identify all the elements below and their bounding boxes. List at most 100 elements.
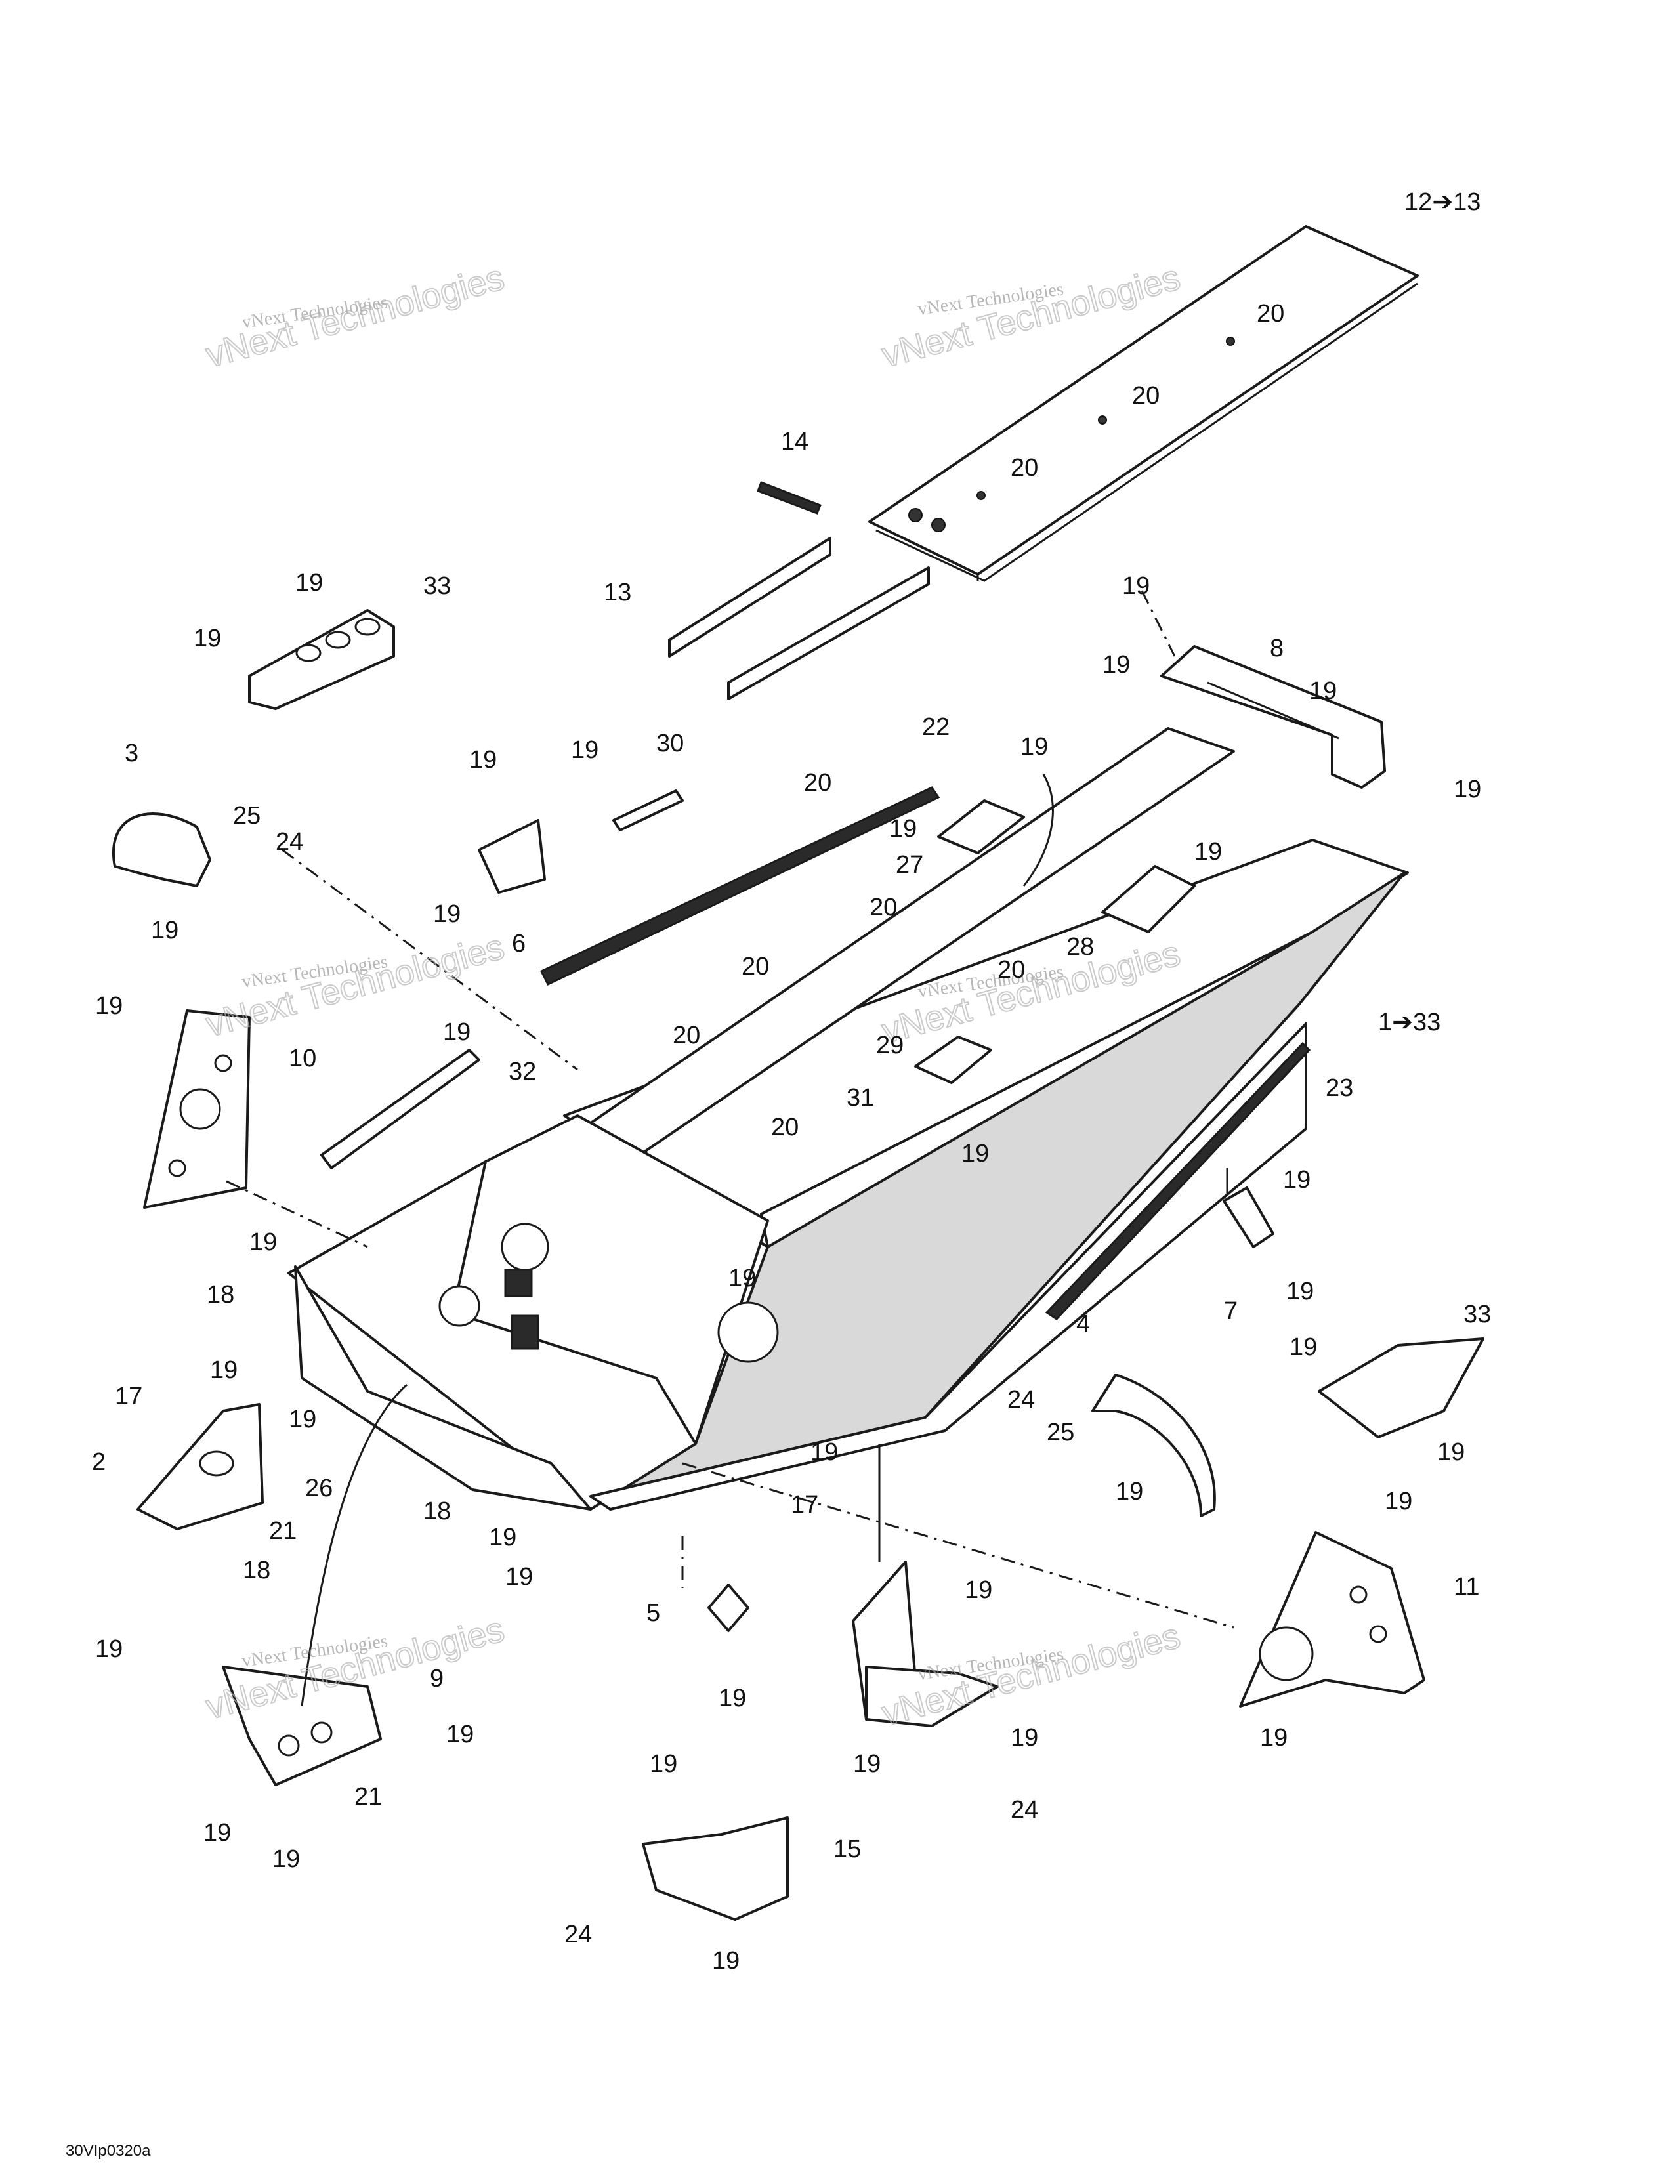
bracket-part-33-lower	[1318, 1337, 1484, 1438]
callout-label: 7	[1224, 1297, 1238, 1325]
callout-label: 10	[289, 1045, 316, 1072]
callout-label: 19	[1020, 733, 1048, 761]
assembly-lines	[226, 590, 1234, 1707]
callout-label: 17	[791, 1491, 818, 1519]
callout-label: 19	[1385, 1488, 1412, 1515]
drawing-code: 30VIp0320a	[66, 2142, 151, 2160]
callout-label: 20	[1011, 454, 1038, 482]
strip-part-23	[1045, 1041, 1311, 1320]
callout-label: 21	[269, 1517, 297, 1545]
bracket-part-32	[320, 1049, 480, 1169]
callout-label: 19	[810, 1438, 838, 1466]
callout-label: 19	[571, 736, 598, 764]
bracket-part-6	[478, 819, 546, 894]
bracket-part-5	[707, 1584, 749, 1632]
bracket-part-2	[136, 1403, 264, 1530]
callout-label: 9	[430, 1665, 444, 1692]
callout-label: 20	[1132, 382, 1160, 410]
callout-label: 19	[505, 1563, 533, 1591]
callout-label: 19	[965, 1576, 992, 1604]
callout-label: 19	[650, 1750, 677, 1778]
callout-label: 19	[1260, 1724, 1288, 1752]
flap-part-8	[1160, 645, 1386, 789]
callout-label: 1➔33	[1378, 1009, 1440, 1036]
callout-label: 8	[1270, 635, 1284, 662]
callout-label: 20	[771, 1114, 799, 1141]
callout-label: 24	[1011, 1796, 1038, 1824]
bracket-part-28	[1101, 865, 1196, 933]
handle-part-4	[1091, 1374, 1216, 1517]
callout-label: 18	[243, 1557, 270, 1584]
rails-part-13	[668, 537, 930, 700]
callout-label: 29	[876, 1032, 904, 1059]
callout-label: 19	[1194, 838, 1222, 866]
callout-label: 6	[512, 930, 526, 957]
callout-label: 30	[656, 730, 684, 757]
callout-label: 4	[1076, 1311, 1090, 1338]
callout-label: 19	[1290, 1334, 1317, 1361]
callout-label: 18	[423, 1498, 451, 1525]
callout-label: 13	[604, 579, 631, 606]
callout-label: 17	[115, 1383, 142, 1410]
plate-part-11	[1239, 1531, 1425, 1708]
callout-label: 25	[233, 802, 261, 830]
callout-label: 19	[489, 1524, 516, 1551]
callout-label: 19	[203, 1819, 231, 1847]
callout-label: 19	[272, 1845, 300, 1873]
bracket-part-7	[1223, 1186, 1274, 1248]
bracket-part-33-upper	[248, 609, 395, 710]
bracket-part-31	[914, 1036, 992, 1084]
callout-label: 19	[728, 1265, 756, 1292]
callout-label: 19	[1309, 677, 1337, 705]
callout-label: 3	[125, 740, 138, 767]
callout-label: 32	[509, 1058, 536, 1085]
callout-label: 19	[1102, 651, 1130, 679]
callout-label: 28	[1066, 933, 1094, 961]
callout-label: 19	[853, 1750, 881, 1778]
callout-label: 19	[289, 1406, 316, 1433]
bracket-part-15	[642, 1816, 789, 1921]
callout-label: 19	[1286, 1278, 1314, 1305]
callout-label: 19	[95, 992, 123, 1020]
callout-label: 20	[998, 956, 1025, 984]
callout-label: 24	[1007, 1386, 1035, 1414]
plate-part-10	[143, 1009, 251, 1209]
callout-label: 20	[742, 953, 769, 980]
callout-label: 19	[889, 815, 917, 843]
callout-label: 19	[295, 569, 323, 597]
callout-label: 20	[804, 769, 831, 797]
callout-label: 19	[1011, 1724, 1038, 1752]
bar-part-14	[757, 481, 822, 514]
callout-label: 11	[1454, 1573, 1479, 1601]
handle-part-3	[112, 812, 211, 887]
callout-label: 20	[673, 1022, 700, 1049]
callout-label: 14	[781, 428, 808, 455]
callout-label: 19	[1122, 572, 1150, 600]
callout-label: 22	[922, 713, 950, 741]
callout-label: 18	[207, 1281, 234, 1309]
callout-label: 19	[1437, 1438, 1465, 1466]
callout-label: 20	[1257, 300, 1284, 327]
callout-label: 20	[870, 894, 897, 921]
callout-label: 19	[249, 1228, 277, 1256]
bracket-part-9	[222, 1666, 382, 1786]
callout-label: 19	[1116, 1478, 1143, 1505]
strip-part-22	[539, 786, 940, 986]
callout-label: 19	[194, 625, 221, 652]
callout-label: 25	[1047, 1419, 1074, 1446]
callout-label: 19	[1454, 776, 1481, 803]
callout-label: 33	[423, 572, 451, 600]
callout-label: 19	[712, 1947, 740, 1975]
callout-label: 5	[646, 1599, 660, 1627]
callout-label: 19	[1283, 1166, 1311, 1194]
callout-label: 19	[446, 1721, 474, 1748]
callout-label: 31	[847, 1084, 874, 1112]
callout-label: 24	[276, 828, 303, 856]
callout-label: 19	[443, 1018, 471, 1046]
callout-label: 19	[95, 1635, 123, 1663]
callout-label: 15	[833, 1836, 861, 1863]
callout-label: 19	[469, 746, 497, 774]
top-cover-part-12	[868, 225, 1419, 582]
